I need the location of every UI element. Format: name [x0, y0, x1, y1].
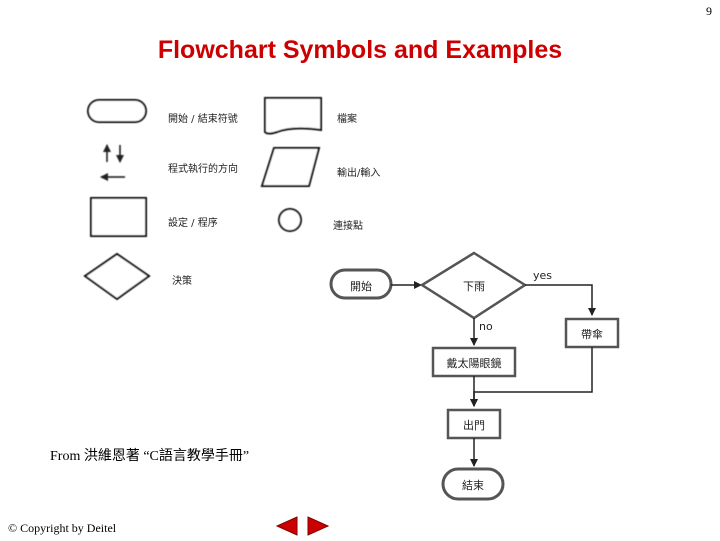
prev-arrow-icon: [275, 516, 299, 536]
terminal-symbol: [87, 99, 147, 123]
legend-document-label: 檔案: [337, 114, 357, 125]
edge-yes: [525, 284, 596, 316]
legend-process-label: 設定 / 程序: [168, 218, 218, 229]
goout-node-label: 出門: [463, 419, 485, 432]
source-citation: From 洪維恩著 “C語言教學手冊”: [50, 449, 250, 464]
start-node: [329, 268, 393, 300]
input-output-symbol: [260, 147, 321, 187]
legend-connector-label: 連接點: [333, 221, 363, 232]
umbrella-node: [564, 317, 620, 349]
connector-symbol: [278, 208, 302, 232]
process-symbol: [90, 197, 147, 237]
copyright-notice: © Copyright by Deitel: [8, 521, 117, 535]
prev-slide-button[interactable]: [275, 516, 299, 536]
decision-symbol: [83, 252, 151, 301]
sunglasses-node-label: 戴太陽眼鏡: [446, 357, 502, 370]
page-number: 9: [706, 4, 712, 18]
start-node-label: 開始: [350, 280, 372, 293]
legend-terminal-label: 開始 / 結束符號: [168, 114, 238, 125]
next-slide-button[interactable]: [306, 516, 330, 536]
document-symbol: [264, 97, 322, 135]
no-label: no: [479, 320, 493, 333]
legend-flow-label: 程式執行的方向: [168, 164, 238, 175]
example-flowchart: [329, 251, 620, 501]
legend-symbols: [83, 97, 322, 301]
end-node-label: 結束: [462, 479, 484, 492]
yes-label: yes: [533, 269, 553, 282]
end-node: [441, 467, 505, 501]
umbrella-node-label: 帶傘: [581, 328, 603, 341]
next-arrow-icon: [306, 516, 330, 536]
legend-decision-label: 決策: [172, 276, 192, 287]
sunglasses-node: [431, 346, 517, 378]
decision-node-label: 下雨: [463, 280, 485, 293]
page-title: Flowchart Symbols and Examples: [157, 36, 563, 64]
legend-io-label: 輸出/輸入: [337, 168, 381, 179]
